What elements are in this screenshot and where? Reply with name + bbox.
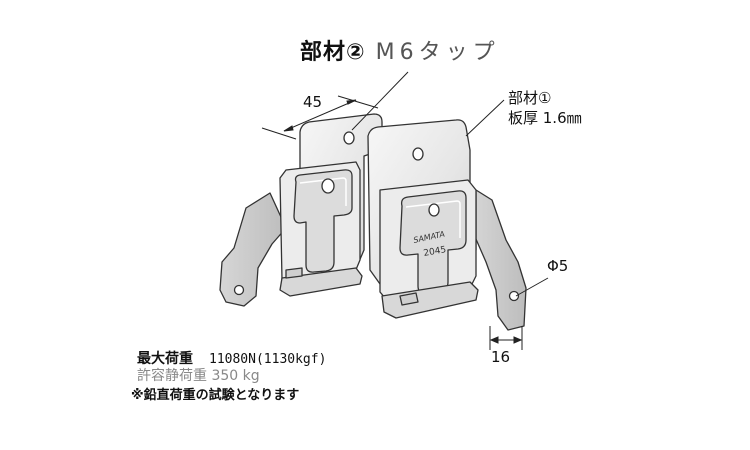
- part2-top-hole: [343, 131, 355, 145]
- dim-width-label: 45: [303, 93, 323, 111]
- dim-45-line: [261, 95, 379, 140]
- part1-thickness: 板厚 1.6㎜: [508, 109, 582, 127]
- part1-name: 部材①: [508, 89, 552, 107]
- dim-16-line: [489, 326, 523, 350]
- part1-leader-line: [465, 99, 505, 137]
- part2-wing-hole: [233, 284, 245, 296]
- part1-wing-hole: [508, 290, 520, 302]
- part1-bracket: [367, 119, 527, 331]
- test-note: ※鉛直荷重の試験となります: [131, 388, 300, 403]
- part2-hook-lip: [279, 267, 363, 297]
- part1-t-emboss: [399, 190, 467, 294]
- part1-hook-lip: [381, 281, 479, 319]
- part2-leader-line: [351, 71, 409, 131]
- part2-t-emboss: [293, 169, 353, 273]
- part1-callout: 部材① 板厚 1.6㎜: [508, 88, 582, 128]
- allowable-load: 許容静荷重 350 kg: [137, 368, 260, 384]
- max-load-value: 11080N(1130kgf): [209, 352, 327, 367]
- part2-side-wing: [219, 192, 287, 307]
- part2-name: 部材②: [300, 40, 366, 65]
- part2-bracket: [219, 113, 383, 307]
- part1-emboss-hole: [428, 203, 440, 217]
- part2-m6-hole: [321, 178, 335, 194]
- max-load-row: 最大荷重 11080N(1130kgf): [137, 349, 326, 370]
- part2-spec: M6タップ: [375, 40, 500, 65]
- part1-side-wing: [471, 189, 527, 331]
- part2-callout: 部材② M6タップ: [300, 42, 500, 64]
- max-load-label: 最大荷重: [137, 351, 193, 367]
- phi5-leader-line: [515, 277, 549, 297]
- dim-hole-diameter-label: Φ5: [547, 257, 569, 275]
- stamp-number-text: 2045: [423, 245, 447, 259]
- part1-top-hole: [412, 147, 424, 161]
- dim-hole-offset-label: 16: [491, 348, 511, 366]
